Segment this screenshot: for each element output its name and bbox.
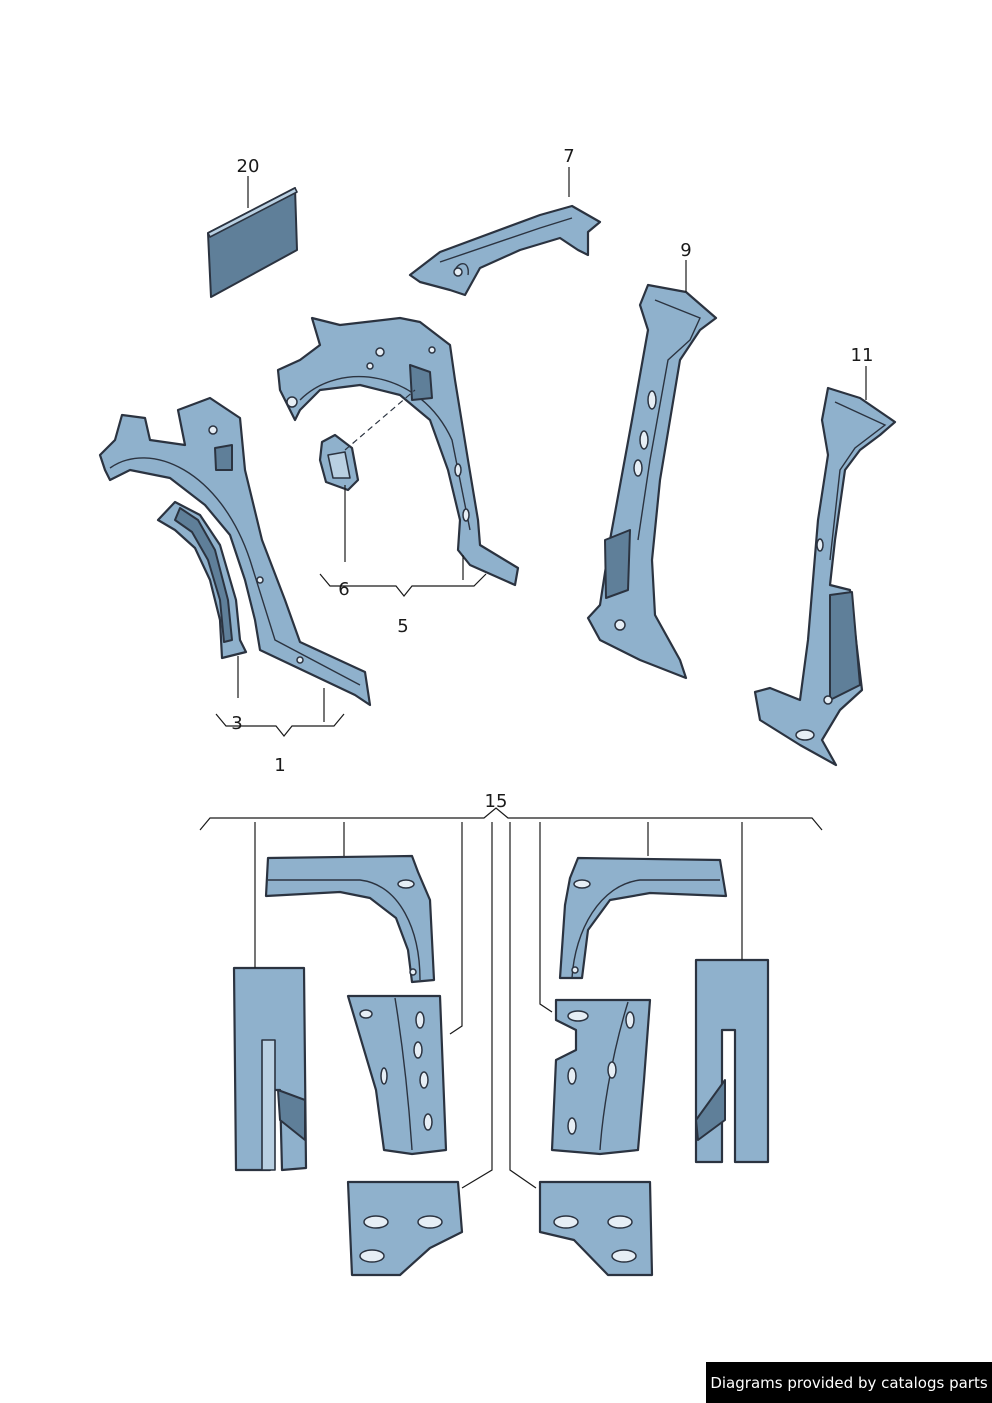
callout-1: 1 — [274, 755, 285, 776]
leader-lines — [199, 167, 867, 1189]
part-15-panel-set-right[interactable] — [538, 856, 770, 1277]
part-9-pillar[interactable] — [586, 283, 718, 680]
part-5-wheel-arch[interactable] — [276, 316, 520, 587]
part-1-wheel-arch[interactable] — [98, 396, 372, 707]
callout-5: 5 — [397, 616, 408, 637]
callout-3: 3 — [231, 713, 242, 734]
credit-banner: Diagrams provided by catalogs parts — [706, 1362, 992, 1403]
part-3-arch-strip[interactable] — [156, 500, 248, 660]
part-20-pad[interactable] — [207, 187, 298, 298]
part-6-plate[interactable] — [318, 433, 360, 492]
part-15-panel-set-left[interactable] — [232, 854, 464, 1277]
callout-15: 15 — [485, 791, 508, 812]
callout-20: 20 — [237, 156, 260, 177]
part-11-pillar[interactable] — [753, 386, 897, 767]
callout-11: 11 — [851, 345, 874, 366]
part-7-rail[interactable] — [408, 204, 602, 297]
callout-6: 6 — [338, 579, 349, 600]
callout-7: 7 — [563, 146, 574, 167]
callout-9: 9 — [680, 240, 691, 261]
